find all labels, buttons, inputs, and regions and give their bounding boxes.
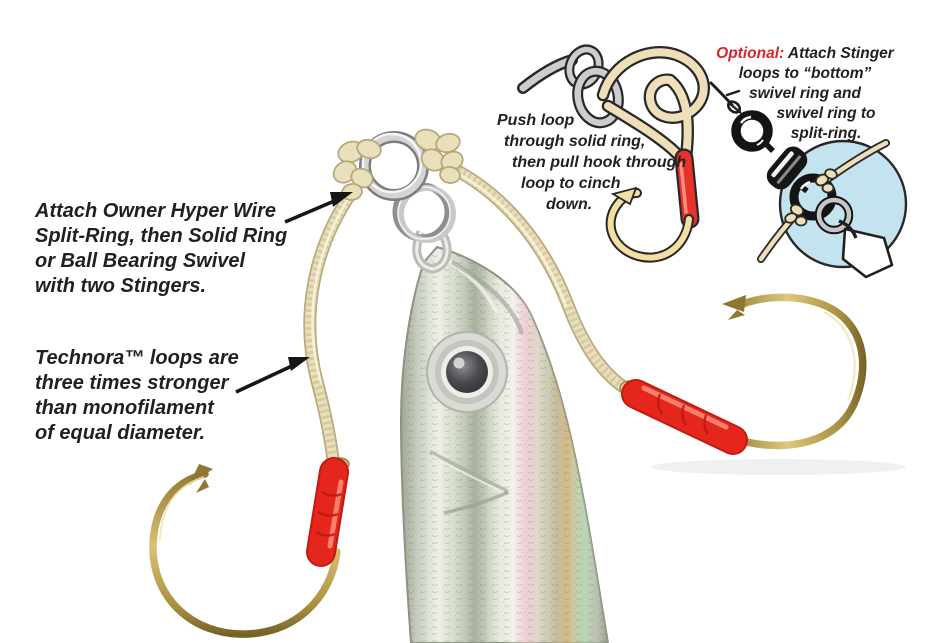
note-push-loop: Push loop through solid ring, then pull … — [497, 110, 686, 215]
note-technora: Technora™ loops are three times stronger… — [35, 346, 239, 446]
note-line: with two Stingers. — [35, 275, 207, 297]
note-line: then pull hook through — [512, 154, 687, 171]
note-line-rest: Attach Stinger — [784, 45, 894, 62]
note-line: or Ball Bearing Swivel — [35, 250, 246, 272]
note-line: than monofilament — [35, 397, 214, 419]
note-line: loops to “bottom” — [738, 65, 872, 82]
note-optional: Optional: Attach Stinger loops to “botto… — [710, 44, 900, 144]
right-hook — [722, 293, 867, 450]
jig-eye — [426, 331, 508, 413]
right-cord-knot — [414, 128, 464, 184]
note-line: of equal diameter. — [35, 422, 206, 444]
solid-ring — [359, 131, 429, 201]
note-line: Attach Owner Hyper Wire — [35, 200, 276, 222]
left-stinger-cord — [303, 185, 359, 475]
note-split-ring: Attach Owner Hyper Wire Split-Ring, then… — [35, 199, 287, 299]
note-line: split-ring. — [790, 125, 862, 142]
loop-instruction-art — [517, 44, 710, 263]
arrow-icon-split-ring-note — [284, 192, 353, 224]
right-stinger-cord — [445, 161, 635, 397]
optional-label: Optional: — [716, 45, 785, 62]
right-hook-wrap — [619, 379, 748, 455]
note-line: through solid ring, — [504, 133, 646, 150]
left-hook — [149, 464, 341, 638]
arrow-icon-technora-note — [235, 357, 310, 394]
hook-shadow — [650, 459, 906, 475]
note-line: Split-Ring, then Solid Ring — [35, 225, 288, 247]
note-line: three times stronger — [35, 372, 229, 394]
jig-eyelet — [412, 230, 452, 274]
jig-body — [399, 245, 610, 643]
note-line: loop to cinch — [521, 175, 621, 192]
swivel-instruction-art — [709, 81, 908, 279]
note-line: down. — [546, 196, 593, 213]
note-line: Optional: Attach Stinger — [710, 44, 900, 64]
left-hook-wrap — [306, 457, 350, 567]
note-line: swivel ring and — [749, 85, 861, 102]
note-line: Push loop — [497, 112, 575, 129]
note-line: swivel ring to — [776, 105, 876, 122]
note-line: Technora™ loops are — [35, 347, 239, 369]
